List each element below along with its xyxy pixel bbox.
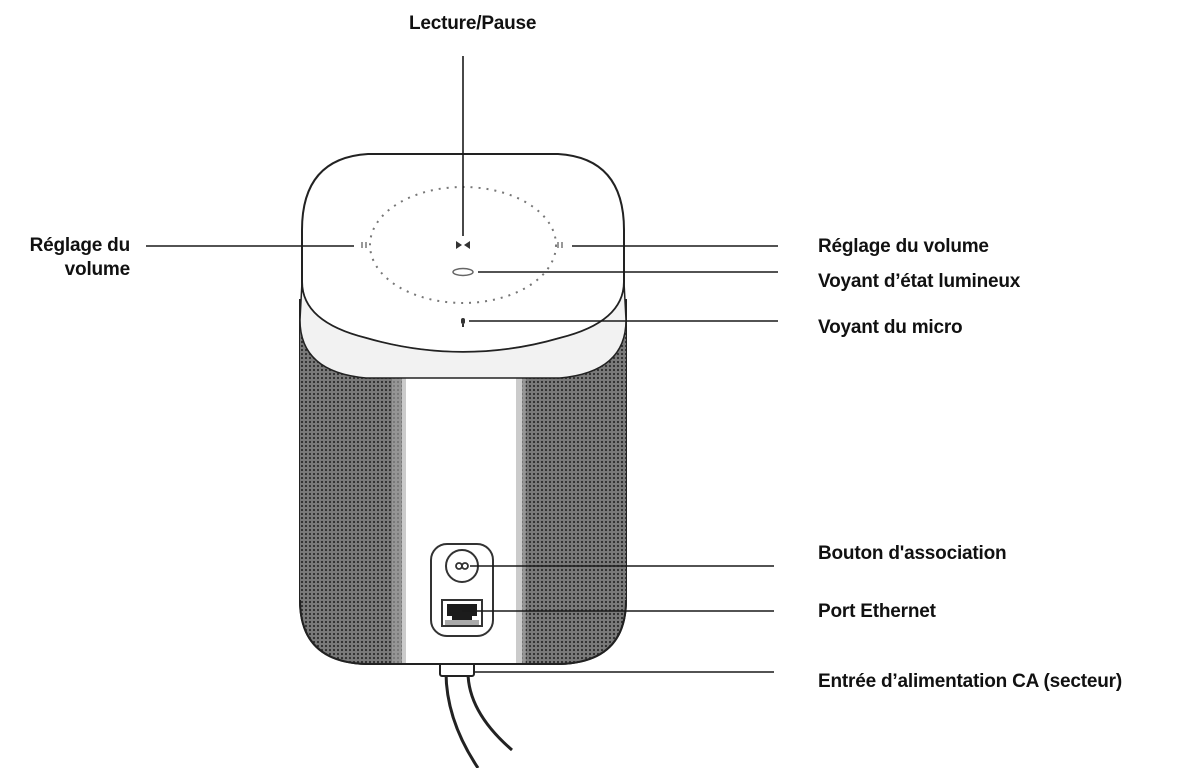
play-pause-icon[interactable] [456, 241, 470, 249]
label-join-button: Bouton d'association [818, 543, 1007, 564]
label-volume-right: Réglage du volume [818, 236, 989, 257]
label-power-input: Entrée d’alimentation CA (secteur) [818, 671, 1122, 692]
label-volume-left-line2: volume [64, 259, 131, 280]
ethernet-port-icon[interactable] [441, 599, 483, 627]
label-ethernet-port: Port Ethernet [818, 601, 936, 622]
volume-down-icon[interactable] [361, 242, 367, 248]
volume-up-icon[interactable] [557, 242, 563, 248]
label-mic-light: Voyant du micro [818, 317, 963, 338]
infinity-icon [455, 562, 469, 570]
label-volume-left-line1: Réglage du [29, 235, 131, 256]
status-light-icon [452, 267, 474, 277]
label-volume-left: Réglage du volume [10, 234, 131, 282]
label-status-light: Voyant d’état lumineux [818, 271, 1021, 292]
leader-lines [146, 56, 778, 673]
label-play-pause: Lecture/Pause [409, 13, 537, 34]
power-cable [439, 661, 513, 768]
microphone-icon [461, 318, 465, 327]
